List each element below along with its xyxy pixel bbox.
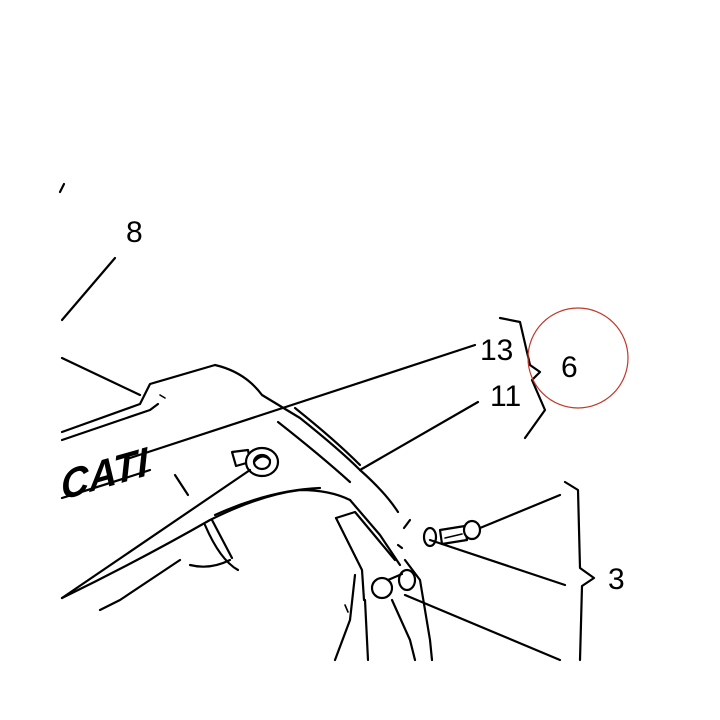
bracket-6 — [498, 316, 547, 440]
callout-3: 3 — [608, 563, 625, 596]
leader-line-11 — [358, 400, 480, 472]
edge-tick — [58, 182, 66, 194]
highlight-circle — [527, 307, 629, 409]
callout-6: 6 — [561, 351, 578, 384]
leader-line-3-lower — [403, 593, 562, 662]
leader-line-13 — [128, 343, 477, 460]
grommet-fastener — [230, 446, 280, 478]
leader-line-8 — [60, 256, 117, 322]
washer-screw-fastener — [422, 519, 482, 548]
nut-fastener — [370, 568, 417, 600]
leader-line-3-upper — [478, 493, 562, 530]
callout-8: 8 — [126, 216, 143, 249]
brand-lettering: CATI — [59, 438, 150, 509]
leader-line-grommet — [60, 468, 252, 600]
leader-line-3-middle — [428, 538, 567, 587]
callout-13: 13 — [480, 334, 513, 367]
bracket-3 — [563, 480, 596, 662]
callout-11: 11 — [490, 380, 521, 413]
fairing-body — [60, 356, 434, 662]
